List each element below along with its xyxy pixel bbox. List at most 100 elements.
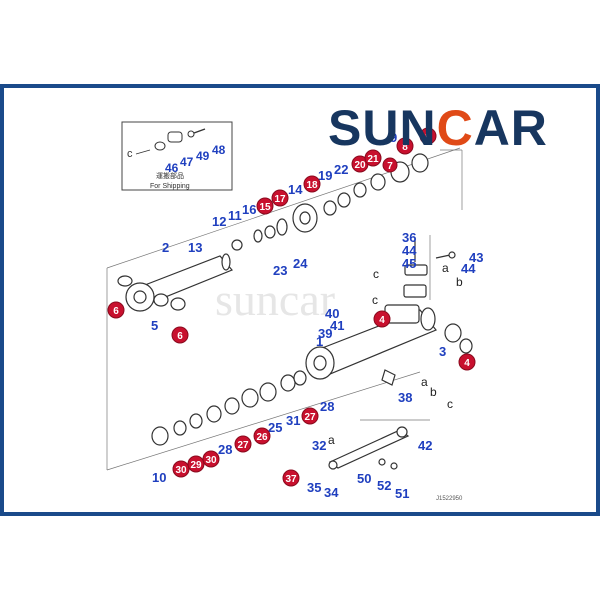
svg-text:8: 8 (425, 132, 431, 143)
part-label: 50 (357, 471, 371, 486)
svg-text:20: 20 (354, 160, 366, 171)
part-label: 36 (402, 230, 416, 245)
svg-text:18: 18 (306, 180, 318, 191)
svg-text:4: 4 (379, 315, 385, 326)
svg-text:21: 21 (367, 154, 379, 165)
svg-text:30: 30 (205, 455, 217, 466)
highlight-badge: 8 (419, 127, 437, 145)
highlight-badge: 8 (396, 137, 414, 155)
part-label: 19 (318, 168, 332, 183)
callout-letter: a (421, 375, 428, 389)
svg-text:29: 29 (190, 460, 202, 471)
part-label: 35 (307, 480, 321, 495)
svg-text:37: 37 (285, 474, 297, 485)
svg-text:26: 26 (256, 432, 268, 443)
callout-letter: c (372, 293, 378, 307)
highlight-badge: 6 (107, 301, 125, 319)
watermark-text: suncar (215, 274, 335, 325)
highlight-badge: 6 (171, 326, 189, 344)
part-label: 40 (325, 306, 339, 321)
part-label: 9 (390, 130, 397, 145)
part-label: 16 (242, 202, 256, 217)
cylinder-tube-assembly (151, 240, 473, 470)
shipping-inset: c 46 47 49 48 運搬部品 For Shipping (121, 121, 233, 191)
brand-letter-mid: C (436, 100, 474, 156)
brand-word-left: SUN (328, 100, 437, 156)
part-label: 14 (288, 182, 303, 197)
part-label: 2 (162, 240, 169, 255)
part-label: 25 (268, 420, 282, 435)
svg-text:8: 8 (402, 142, 408, 153)
inset-label-47: 47 (180, 155, 194, 169)
highlighted-parts: 6 6 15 17 18 20 21 8 8 4 4 27 26 27 30 2… (107, 127, 476, 487)
part-label: 52 (377, 478, 391, 493)
inset-label-46: 46 (165, 161, 179, 175)
inset-title-en: For Shipping (150, 183, 190, 190)
part-label: 44 (461, 261, 476, 276)
part-label: 39 (318, 326, 332, 341)
brand-logo: SUNCAR (328, 96, 590, 160)
part-label: 24 (293, 256, 308, 271)
callout-letter: a (328, 433, 335, 447)
part-label: 12 (212, 214, 226, 229)
highlight-badge: 4 (458, 353, 476, 371)
highlight-badge: 29 (187, 455, 205, 473)
callout-letter: b (430, 385, 437, 399)
part-label: 31 (286, 413, 300, 428)
highlight-badge: 21 (364, 149, 382, 167)
highlight-badge: 26 (253, 427, 271, 445)
highlight-badge: 27 (301, 407, 319, 425)
part-label: 34 (324, 485, 339, 500)
highlight-badge: 30 (172, 460, 190, 478)
svg-text:17: 17 (274, 194, 286, 205)
svg-text:7: 7 (387, 161, 393, 172)
highlight-badge: 18 (303, 175, 321, 193)
diagram-border (0, 84, 600, 516)
svg-text:15: 15 (259, 202, 271, 213)
drawing-code: J1522950 (436, 496, 463, 502)
highlight-badge: 7 (382, 157, 398, 173)
part-label: 3 (439, 344, 446, 359)
svg-text:6: 6 (113, 306, 119, 317)
part-label: 13 (188, 240, 202, 255)
inset-title-jp: 運搬部品 (156, 171, 184, 180)
part-label: 23 (273, 263, 287, 278)
highlight-badge: 20 (351, 155, 369, 173)
part-label: 5 (151, 318, 158, 333)
highlight-badge: 15 (256, 197, 274, 215)
svg-text:30: 30 (175, 465, 187, 476)
letter-callouts: c a b a b c a c (328, 261, 463, 447)
inset-label-48: 48 (212, 143, 226, 157)
piston-rod-assembly (117, 153, 429, 312)
svg-text:6: 6 (177, 331, 183, 342)
callout-letter: c (373, 267, 379, 281)
part-label: 43 (469, 250, 483, 265)
highlight-badge: 17 (271, 189, 289, 207)
highlight-badge: 37 (282, 469, 300, 487)
svg-text:27: 27 (304, 412, 316, 423)
part-label: 10 (152, 470, 166, 485)
highlight-badge: 4 (373, 310, 391, 328)
part-label: 51 (395, 486, 409, 501)
part-label: 42 (418, 438, 432, 453)
part-label: 28 (218, 442, 232, 457)
part-label: 38 (398, 390, 412, 405)
highlight-badge: 27 (234, 435, 252, 453)
brand-word-right: AR (473, 100, 548, 156)
part-label: 1 (316, 334, 323, 349)
part-label: 11 (228, 208, 242, 223)
callout-letter: a (442, 261, 449, 275)
svg-text:4: 4 (464, 358, 470, 369)
part-label: 32 (312, 438, 326, 453)
part-label: 45 (402, 256, 416, 271)
highlight-badge: 30 (202, 450, 220, 468)
inset-letter: c (127, 148, 133, 160)
inset-label-49: 49 (196, 149, 210, 163)
callout-letter: c (447, 397, 453, 411)
part-label: 44 (402, 243, 417, 258)
part-labels: 2 13 12 11 16 14 19 22 23 24 3 36 44 45 … (151, 130, 483, 501)
part-label: 22 (334, 162, 348, 177)
part-label: 28 (320, 399, 334, 414)
part-label: 41 (330, 318, 344, 333)
